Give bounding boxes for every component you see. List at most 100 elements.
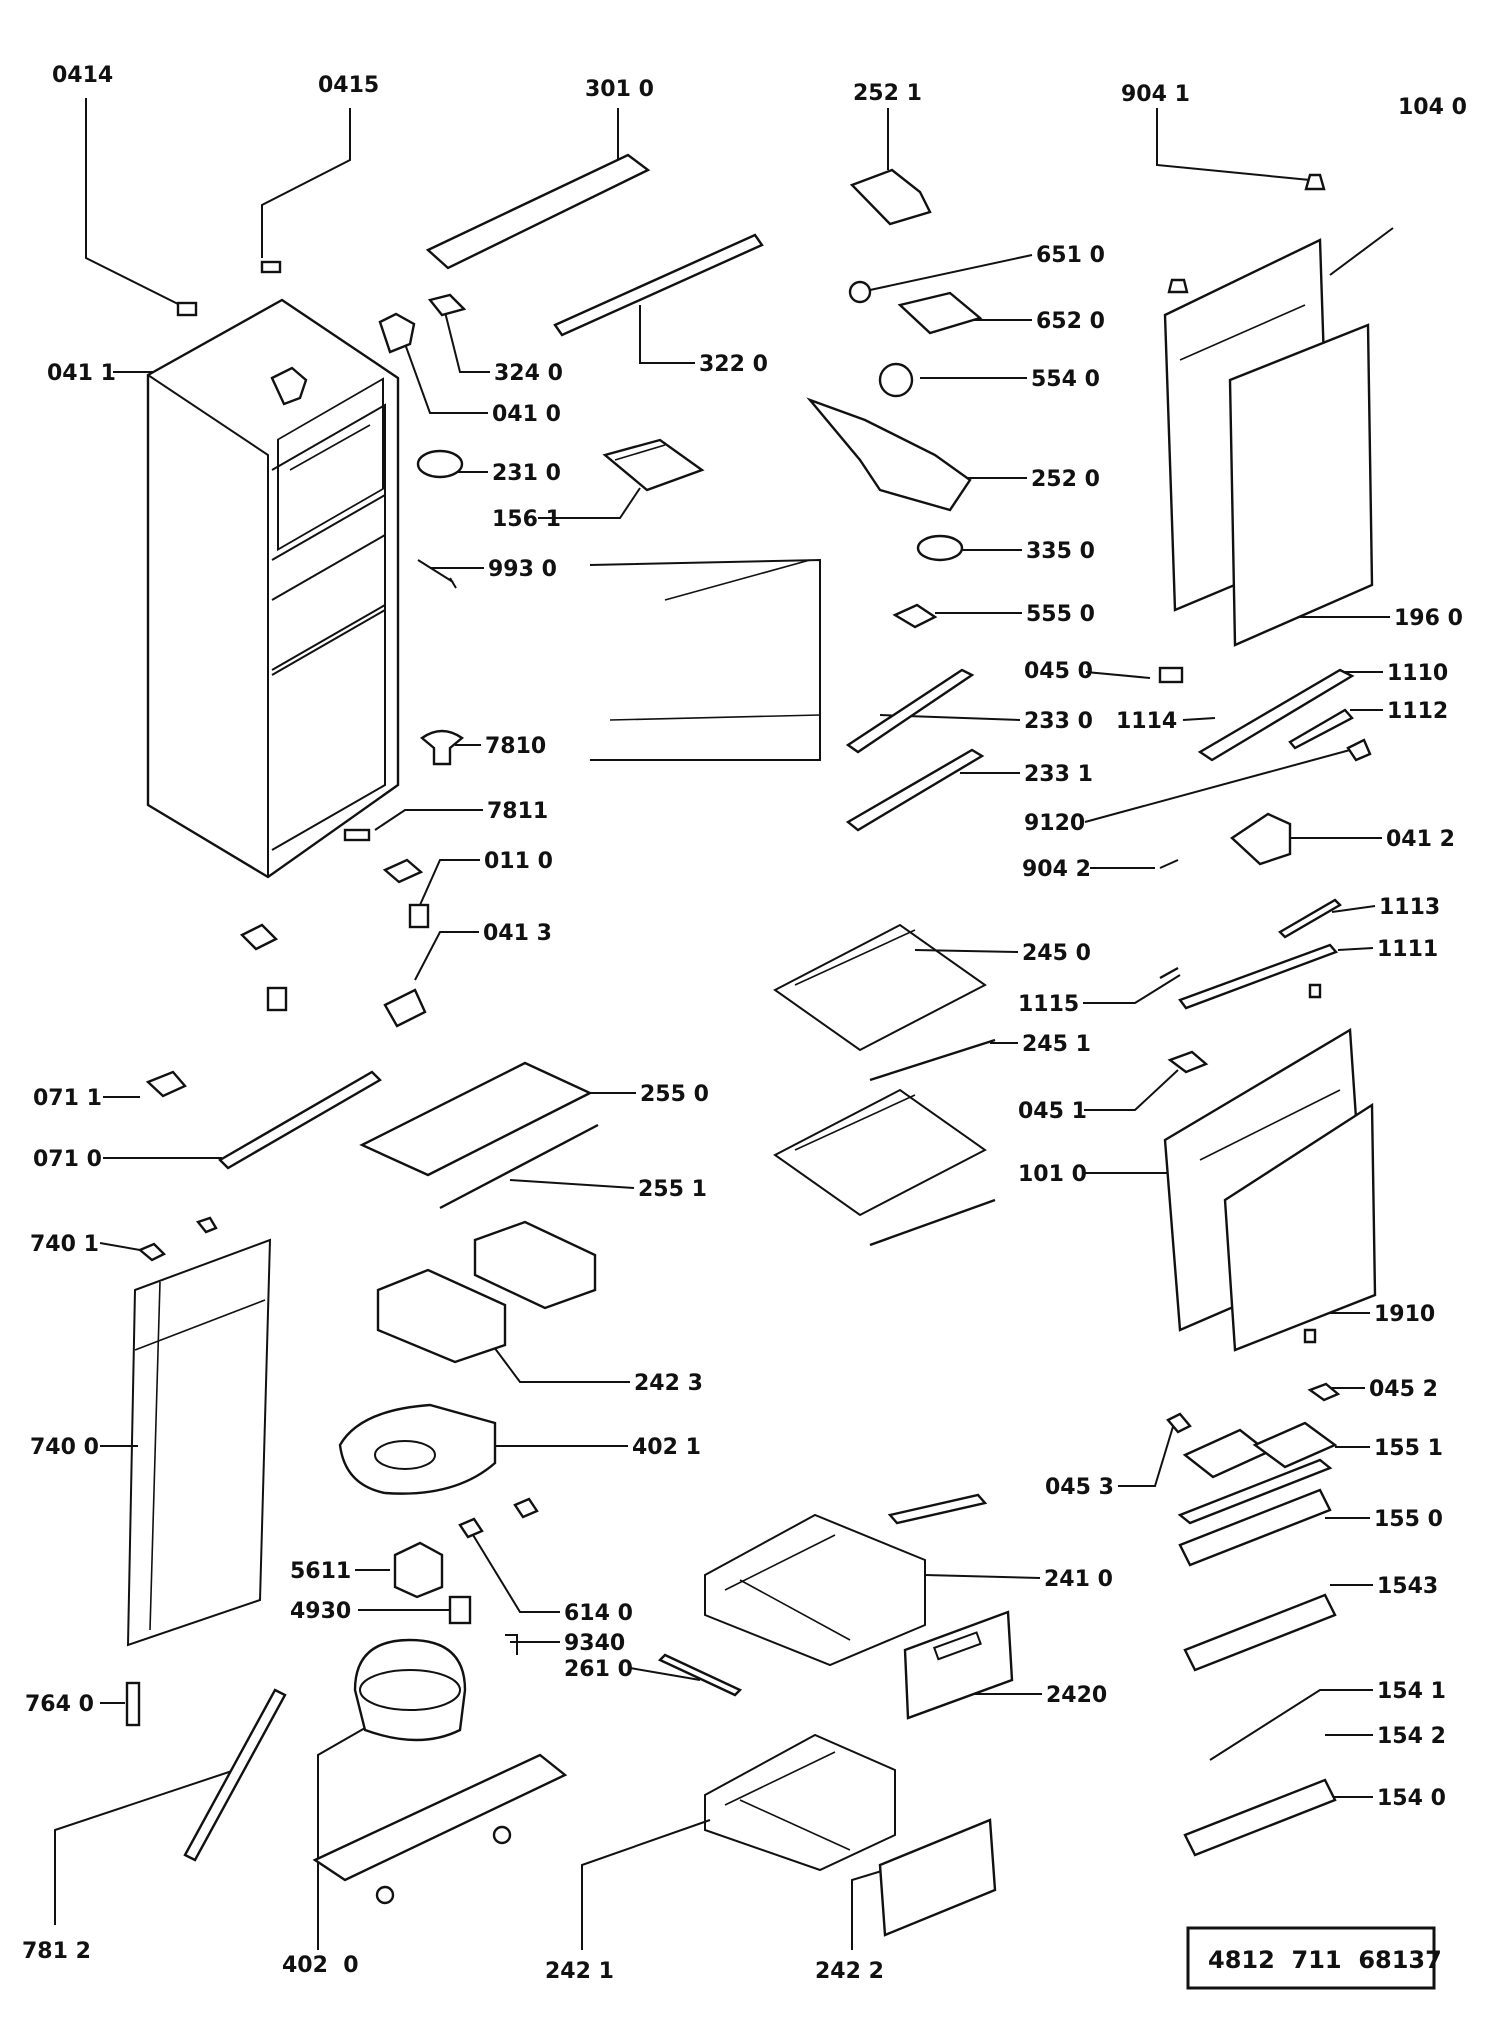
- leader-1040: [1329, 227, 1394, 276]
- label-6520: 652 0: [1036, 309, 1105, 334]
- part-hinge-group: [1158, 666, 1372, 869]
- label-2521: 252 1: [853, 81, 922, 106]
- reference-number: 4812 711 68137: [1208, 1946, 1442, 1974]
- label-7401: 740 1: [30, 1232, 99, 1257]
- label-1550: 155 0: [1374, 1507, 1443, 1532]
- leader-1541: [1209, 1689, 1373, 1761]
- leader-0410: [399, 329, 488, 414]
- label-1040: 104 0: [1398, 95, 1467, 120]
- part-rails: [145, 1070, 382, 1170]
- leader-7812: [54, 1769, 236, 1925]
- label-0412: 041 2: [1386, 827, 1455, 852]
- part-baskets: [657, 1493, 1014, 1720]
- label-0415: 0415: [318, 73, 379, 98]
- part-evaporator: [589, 438, 821, 761]
- label-2610: 261 0: [564, 1657, 633, 1682]
- part-compressor: [312, 1638, 568, 1905]
- label-0450: 045 0: [1024, 659, 1093, 684]
- label-5540: 554 0: [1031, 367, 1100, 392]
- label-1114: 1114: [1116, 709, 1177, 734]
- label-2423: 242 3: [634, 1371, 703, 1396]
- label-0453: 045 3: [1045, 1475, 1114, 1500]
- label-1110: 1110: [1387, 661, 1448, 686]
- label-7812: 781 2: [22, 1939, 91, 1964]
- leader-1113: [1331, 905, 1376, 913]
- label-7640: 764 0: [25, 1692, 94, 1717]
- label-0710: 071 0: [33, 1147, 102, 1172]
- label-1960: 196 0: [1394, 606, 1463, 631]
- leader-2450: [914, 949, 1019, 953]
- label-2422: 242 2: [815, 1959, 884, 1984]
- part-tray: [338, 1403, 497, 1495]
- label-3220: 322 0: [699, 352, 768, 377]
- leader-1111: [1337, 947, 1374, 951]
- label-2421: 242 1: [545, 1959, 614, 1984]
- label-1910: 1910: [1374, 1302, 1435, 1327]
- label-1113: 1113: [1379, 895, 1440, 920]
- leader-1561: [538, 487, 641, 519]
- leader-4020: [317, 1727, 366, 1950]
- label-1541: 154 1: [1377, 1679, 1446, 1704]
- label-5611: 5611: [290, 1559, 351, 1584]
- label-2310: 231 0: [492, 461, 561, 486]
- label-9042: 904 2: [1022, 857, 1091, 882]
- part-top-cover: [425, 153, 764, 337]
- leader-1114: [1182, 717, 1216, 721]
- leader-0450: [1085, 671, 1151, 679]
- label-0414: 0414: [52, 63, 113, 88]
- part-wire-shelves: [773, 923, 996, 1247]
- part-door-bins: [1166, 1382, 1341, 1857]
- part-glass-shelf: [359, 1061, 599, 1210]
- part-hinge-lower: [239, 858, 430, 1028]
- label-0451: 045 1: [1018, 1099, 1087, 1124]
- label-1010: 101 0: [1018, 1162, 1087, 1187]
- part-fridge-door: [1163, 1027, 1377, 1352]
- part-freezer-door: [1163, 173, 1374, 647]
- label-2520: 252 0: [1031, 467, 1100, 492]
- leader-2551: [509, 1179, 635, 1189]
- label-4930: 4930: [290, 1599, 351, 1624]
- label-2410: 241 0: [1044, 1567, 1113, 1592]
- label-7810: 7810: [485, 734, 546, 759]
- leader-lines: [54, 98, 1394, 1950]
- label-0110: 011 0: [484, 849, 553, 874]
- label-2451: 245 1: [1022, 1032, 1091, 1057]
- leader-2410: [924, 1574, 1041, 1579]
- part-thermostat-group: [806, 168, 983, 629]
- leader-3240: [444, 311, 490, 373]
- leader-0414: [85, 98, 181, 306]
- leader-0415: [261, 108, 351, 258]
- label-2420: 2420: [1046, 1683, 1107, 1708]
- label-9930: 993 0: [488, 557, 557, 582]
- label-9120: 9120: [1024, 811, 1085, 836]
- label-0413: 041 3: [483, 921, 552, 946]
- label-4021: 402 1: [632, 1435, 701, 1460]
- leader-6140: [469, 1529, 560, 1613]
- label-9041: 904 1: [1121, 82, 1190, 107]
- leader-7811: [374, 809, 483, 831]
- label-2551: 255 1: [638, 1177, 707, 1202]
- part-relay-group: [393, 1497, 539, 1655]
- leader-2422: [851, 1869, 886, 1950]
- part-brackets: [845, 668, 985, 832]
- leader-3220: [639, 305, 695, 364]
- label-1551: 155 1: [1374, 1436, 1443, 1461]
- part-cabinet: [146, 298, 400, 879]
- leader-2421: [581, 1819, 711, 1950]
- leader-2423: [484, 1334, 630, 1383]
- label-1112: 1112: [1387, 699, 1448, 724]
- label-0410: 041 0: [492, 402, 561, 427]
- label-6140: 614 0: [564, 1601, 633, 1626]
- leader-9120: [1084, 749, 1351, 823]
- part-left-tubes: [125, 1681, 287, 1862]
- part-lower-basket: [704, 1733, 997, 1937]
- part-condenser: [126, 1216, 272, 1647]
- label-2330: 233 0: [1024, 709, 1093, 734]
- label-1561: 156 1: [492, 507, 561, 532]
- label-7811: 7811: [487, 799, 548, 824]
- part-small-clips: [176, 260, 467, 842]
- reference-box: 4812 711 68137: [1186, 1926, 1442, 1990]
- leader-0413: [414, 931, 479, 981]
